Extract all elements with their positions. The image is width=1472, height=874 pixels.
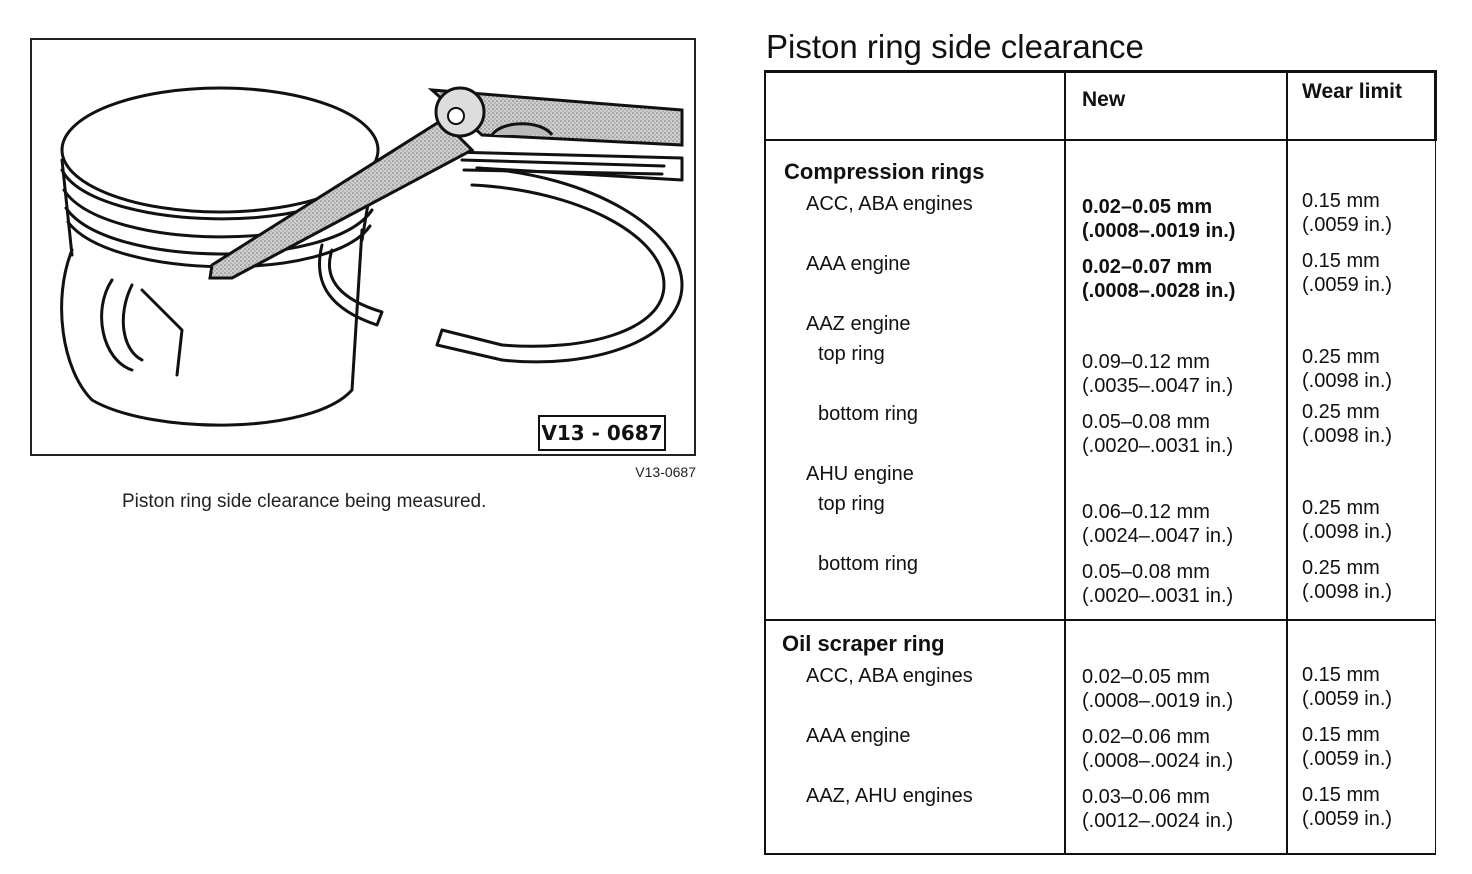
section-title-compression: Compression rings — [784, 159, 985, 184]
value-new-mm: 0.02–0.05 mm — [1082, 666, 1210, 688]
value-wear-in: (.0098 in.) — [1302, 370, 1393, 392]
value-new-in: (.0008–.0019 in.) — [1082, 690, 1234, 712]
figure-reference: V13-0687 — [635, 464, 696, 480]
section-title-oil-scraper: Oil scraper ring — [782, 631, 945, 656]
row-label-ahu-top: top ring — [818, 493, 885, 515]
value-wear-in: (.0059 in.) — [1302, 688, 1393, 710]
value-wear-mm: 0.15 mm — [1302, 190, 1380, 212]
value-new-mm: 0.09–0.12 mm — [1082, 351, 1210, 373]
value-wear-mm: 0.25 mm — [1302, 497, 1380, 519]
value-wear-mm: 0.25 mm — [1302, 346, 1380, 368]
table-section-oil-scraper: Oil scraper ring ACC, ABA engines AAA en… — [764, 620, 1436, 855]
value-wear-mm: 0.25 mm — [1302, 557, 1380, 579]
value-wear-in: (.0098 in.) — [1302, 521, 1393, 543]
row-label-aaa: AAA engine — [806, 725, 911, 747]
row-label-aaz: AAZ engine — [806, 313, 911, 335]
clearance-table: New Wear limit Compression rings ACC, AB… — [764, 70, 1437, 855]
value-wear-in: (.0098 in.) — [1302, 425, 1393, 447]
value-new-in: (.0024–.0047 in.) — [1082, 525, 1234, 547]
value-wear-mm: 0.15 mm — [1302, 724, 1380, 746]
value-wear-in: (.0059 in.) — [1302, 808, 1393, 830]
value-new-mm: 0.02–0.07 mm — [1082, 256, 1213, 278]
value-new-mm: 0.03–0.06 mm — [1082, 786, 1210, 808]
row-label-aaz-bottom: bottom ring — [818, 403, 919, 425]
row-label-aaz-ahu: AAZ, AHU engines — [806, 785, 973, 807]
header-blank — [764, 70, 1065, 141]
row-label-aaz-top: top ring — [818, 343, 885, 365]
value-new-in: (.0012–.0024 in.) — [1082, 810, 1234, 832]
value-new-in: (.0020–.0031 in.) — [1082, 585, 1234, 607]
row-label-ahu: AHU engine — [806, 463, 914, 485]
value-new-mm: 0.06–0.12 mm — [1082, 501, 1210, 523]
value-new-mm: 0.02–0.05 mm — [1082, 196, 1213, 218]
value-wear-in: (.0059 in.) — [1302, 274, 1393, 296]
value-wear-mm: 0.25 mm — [1302, 401, 1380, 423]
header-new: New — [1064, 70, 1287, 141]
value-wear-in: (.0059 in.) — [1302, 214, 1393, 236]
value-wear-in: (.0059 in.) — [1302, 748, 1393, 770]
value-new-mm: 0.05–0.08 mm — [1082, 561, 1210, 583]
value-new-in: (.0035–.0047 in.) — [1082, 375, 1234, 397]
value-new-in: (.0008–.0019 in.) — [1082, 220, 1236, 242]
header-wear-limit: Wear limit — [1286, 70, 1437, 141]
value-wear-mm: 0.15 mm — [1302, 250, 1380, 272]
table-section-compression: Compression rings ACC, ABA engines AAA e… — [764, 140, 1436, 621]
row-label-aaa: AAA engine — [806, 253, 911, 275]
row-label-ahu-bottom: bottom ring — [818, 553, 919, 575]
table-header-row: New Wear limit — [764, 70, 1437, 141]
value-new-in: (.0008–.0024 in.) — [1082, 750, 1234, 772]
figure-caption: Piston ring side clearance being measure… — [122, 491, 487, 512]
value-wear-mm: 0.15 mm — [1302, 664, 1380, 686]
value-new-in: (.0008–.0028 in.) — [1082, 280, 1236, 302]
value-new-mm: 0.02–0.06 mm — [1082, 726, 1210, 748]
piston-illustration-frame: V13 - 0687 — [30, 38, 696, 456]
value-new-in: (.0020–.0031 in.) — [1082, 435, 1234, 457]
page-title: Piston ring side clearance — [766, 28, 1144, 65]
row-label-acc-aba: ACC, ABA engines — [806, 665, 973, 687]
figure-code-label: V13 - 0687 — [538, 415, 666, 451]
value-wear-mm: 0.15 mm — [1302, 784, 1380, 806]
value-new-mm: 0.05–0.08 mm — [1082, 411, 1210, 433]
piston-ring-feeler-gauge-illustration — [60, 86, 684, 427]
row-label-acc-aba: ACC, ABA engines — [806, 193, 973, 215]
value-wear-in: (.0098 in.) — [1302, 581, 1393, 603]
